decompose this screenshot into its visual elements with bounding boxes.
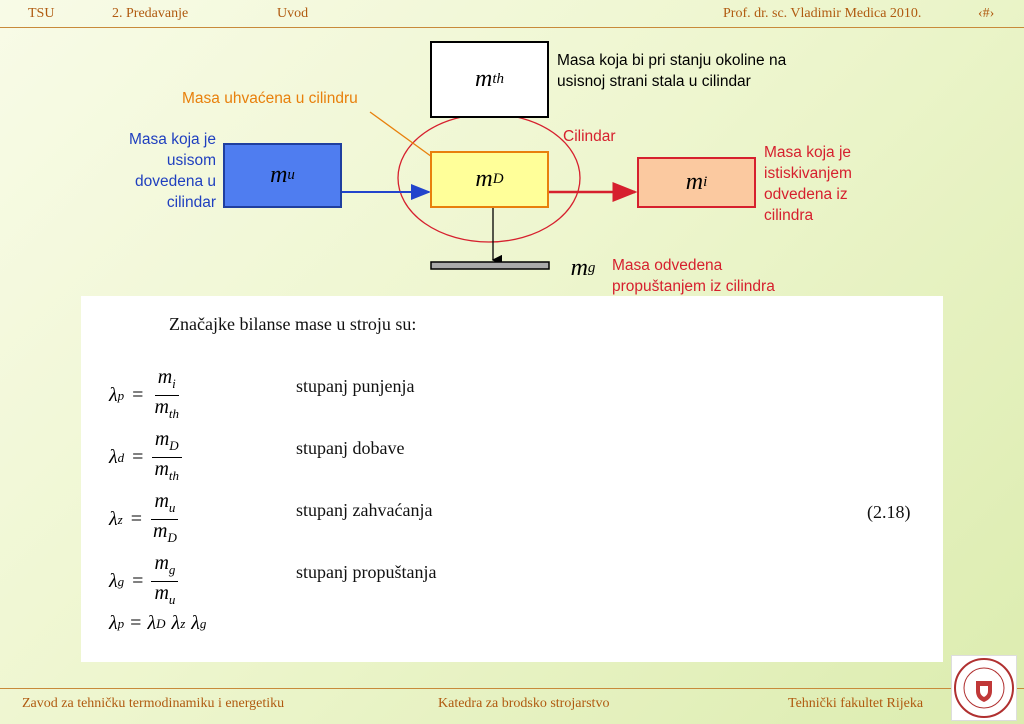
footer-rule <box>0 688 1024 689</box>
desc-trapping: stupanj zahvaćanja <box>296 500 433 520</box>
panel-title: Značajke bilanse mase u stroju su: <box>169 314 417 334</box>
footer-department: Zavod za tehničku termodinamiku i energe… <box>22 696 285 711</box>
footer-chair: Katedra za brodsko strojarstvo <box>438 696 610 711</box>
header-course: TSU <box>28 6 55 21</box>
header-lecture: 2. Predavanje <box>112 6 189 21</box>
header-author: Prof. dr. sc. Vladimir Medica 2010. <box>723 6 922 21</box>
label-m-i: Masa koja je istiskivanjem odvedena iz c… <box>764 144 852 224</box>
label-m-d: Masa uhvaćena u cilindru <box>182 90 358 107</box>
desc-fill: stupanj punjenja <box>296 376 415 396</box>
desc-leakage: stupanj propuštanja <box>296 562 437 582</box>
header-topic: Uvod <box>277 6 309 21</box>
seal-icon <box>954 658 1014 718</box>
university-seal-logo <box>951 655 1017 721</box>
label-m-g: Masa odvedena propuštanjem iz cilindra <box>612 257 775 295</box>
header-rule <box>0 27 1024 28</box>
desc-delivery: stupanj dobave <box>296 438 405 458</box>
header-slide-number: ‹#› <box>978 6 995 21</box>
label-cylinder: Cilindar <box>563 128 616 145</box>
leakage-bar <box>430 261 550 270</box>
equation-number: (2.18) <box>867 502 911 522</box>
footer-faculty: Tehnički fakultet Rijeka <box>788 696 924 711</box>
label-m-u: Masa koja je usisom dovedena u cilindar <box>128 131 216 211</box>
label-m-th: Masa koja bi pri stanju okoline na usisn… <box>557 52 787 90</box>
